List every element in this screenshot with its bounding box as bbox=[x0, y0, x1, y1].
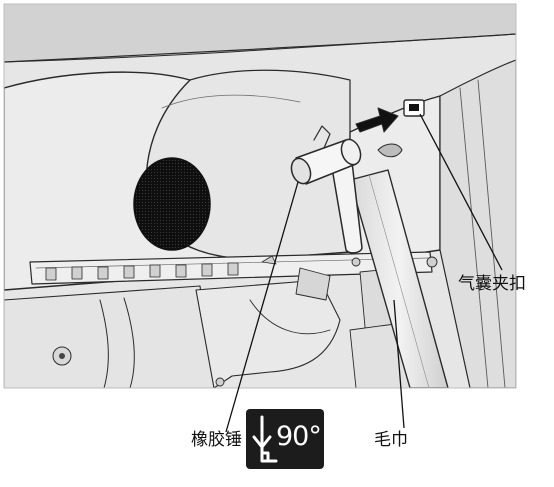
down-arrow-right-angle-icon bbox=[252, 415, 278, 463]
rubber-mallet-label: 橡胶锤 bbox=[191, 430, 242, 450]
angle-badge: 90° bbox=[246, 409, 324, 469]
airbag-clip-label: 气囊夹扣 bbox=[458, 274, 526, 294]
towel-label: 毛巾 bbox=[374, 430, 408, 450]
angle-value: 90° bbox=[276, 421, 322, 452]
